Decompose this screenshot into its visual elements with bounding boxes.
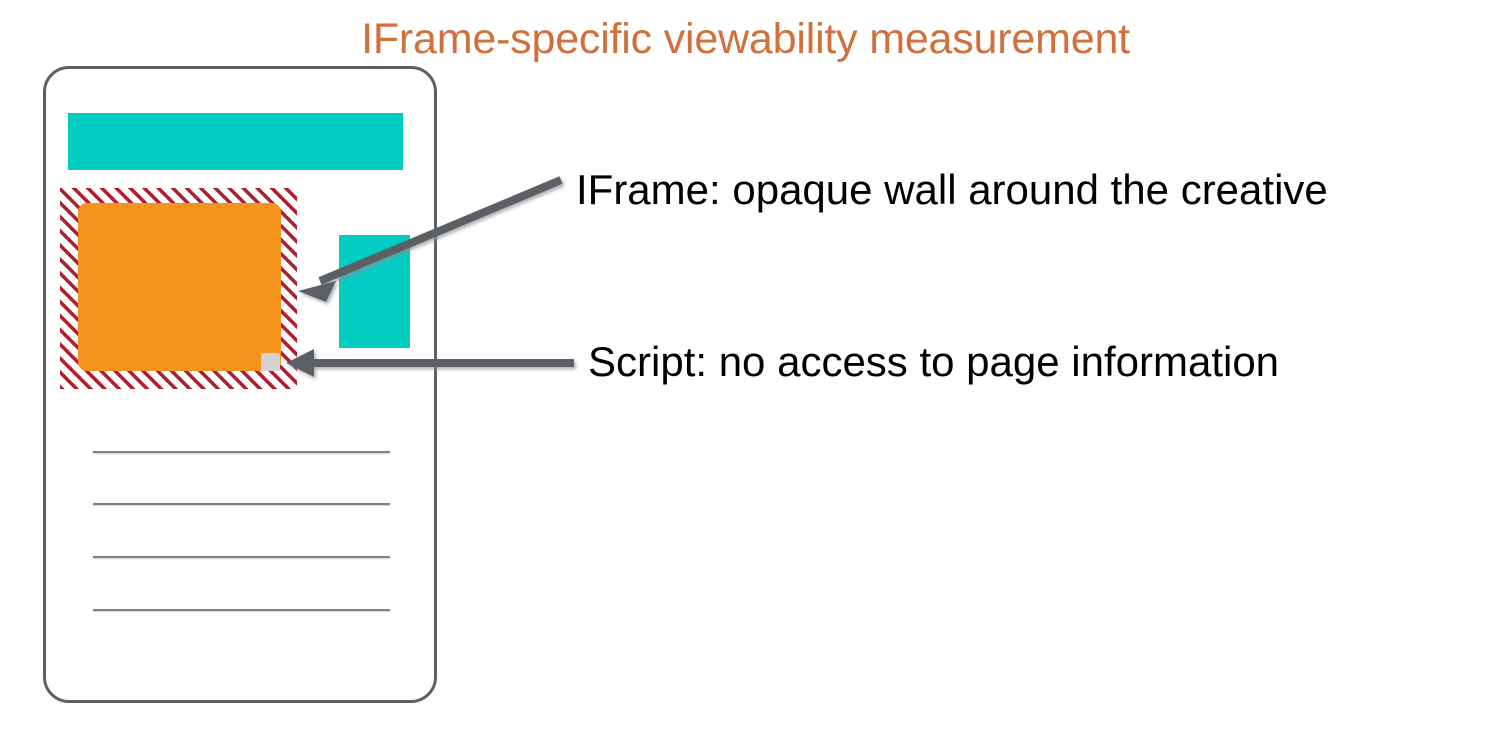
page-title: IFrame-specific viewability measurement: [361, 15, 1130, 63]
page-text-line: [93, 451, 390, 453]
measurement-script-marker: [261, 353, 280, 371]
page-text-line: [93, 556, 390, 558]
callout-label-iframe: IFrame: opaque wall around the creative: [576, 166, 1328, 213]
page-text-line: [93, 503, 390, 505]
ad-creative: [78, 203, 281, 371]
callout-label-script: Script: no access to page information: [588, 338, 1280, 385]
page-text-line: [93, 609, 390, 611]
page-content-block: [339, 235, 410, 348]
page-content-banner: [68, 113, 403, 170]
